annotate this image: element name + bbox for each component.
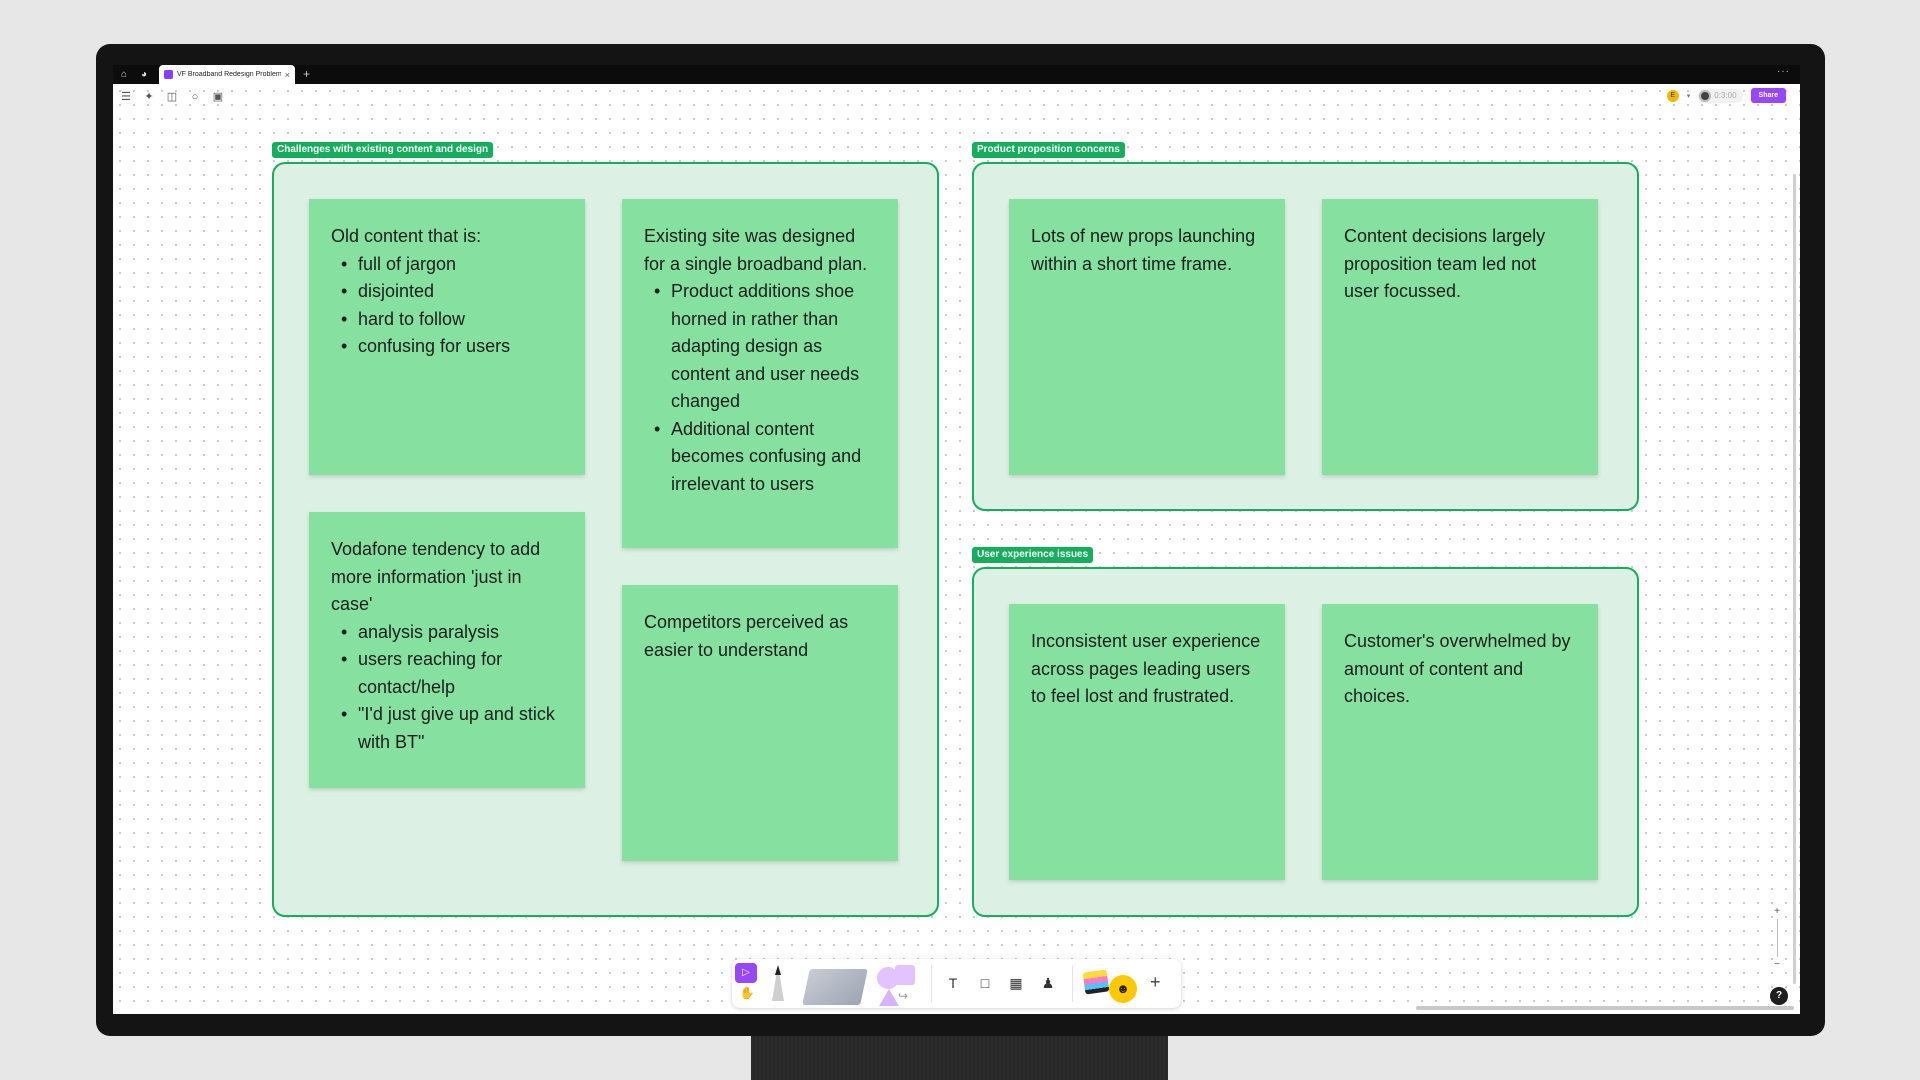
sticky-note[interactable]: Old content that is: full of jargon disj… bbox=[309, 199, 585, 475]
square-shape-icon[interactable] bbox=[895, 965, 915, 985]
more-options-icon[interactable]: ··· bbox=[1777, 66, 1790, 77]
top-right-controls: E ▾ 0:3:00 Share bbox=[1666, 88, 1786, 103]
layout-icon[interactable]: ◫ bbox=[166, 91, 178, 103]
creation-toolbar: ▷ ✋ ↪ T □ ▦ ♟ ☻ + bbox=[732, 959, 1181, 1008]
whiteboard-canvas[interactable]: ☰ ✦ ◫ ○ ▣ E ▾ 0:3:00 Share Challenges wi… bbox=[113, 84, 1800, 1014]
section-label-user-experience[interactable]: User experience issues bbox=[972, 547, 1094, 563]
section-label-challenges[interactable]: Challenges with existing content and des… bbox=[272, 142, 494, 158]
marker-tip-icon bbox=[775, 965, 781, 975]
bullet-item: disjointed bbox=[331, 278, 563, 306]
bullet-item: Additional content becomes confusing and… bbox=[644, 416, 876, 499]
text-icon[interactable]: T bbox=[948, 975, 958, 991]
section-user-experience[interactable]: Inconsistent user experience across page… bbox=[972, 567, 1639, 917]
share-button[interactable]: Share bbox=[1750, 88, 1786, 103]
browser-tab-bar: ⌂ ◕ VF Broadband Redesign Problem × + ··… bbox=[113, 65, 1800, 84]
sticky-note[interactable]: Lots of new props launching within a sho… bbox=[1009, 199, 1285, 475]
marker-icon[interactable] bbox=[772, 965, 784, 1001]
sticky-text: Customer's overwhelmed by amount of cont… bbox=[1344, 631, 1571, 706]
section-icon[interactable]: □ bbox=[980, 975, 990, 991]
monitor-stand bbox=[751, 1036, 1168, 1080]
table-icon[interactable]: ▦ bbox=[1009, 975, 1023, 991]
chevron-down-icon[interactable]: ▾ bbox=[1686, 92, 1691, 100]
sticky-text: Lots of new props launching within a sho… bbox=[1031, 226, 1256, 274]
presence-avatar[interactable]: E bbox=[1666, 89, 1679, 102]
sticky-text: Existing site was designed for a single … bbox=[644, 226, 868, 274]
bullet-item: hard to follow bbox=[331, 306, 563, 334]
sticky-text: Competitors perceived as easier to under… bbox=[644, 612, 849, 660]
sticky-bullet-list: Product additions shoe horned in rather … bbox=[644, 278, 876, 498]
emoji-icon[interactable]: ☻ bbox=[1109, 975, 1137, 1003]
zoom-in-icon[interactable]: + bbox=[1774, 906, 1780, 917]
stamp-icon[interactable]: ♟ bbox=[1041, 975, 1055, 991]
globe-icon[interactable]: ◕ bbox=[140, 69, 148, 80]
circle-shape-icon[interactable] bbox=[877, 967, 899, 989]
cursor-icon[interactable]: ▷ bbox=[735, 963, 757, 983]
bullet-item: Product additions shoe horned in rather … bbox=[644, 278, 876, 416]
tab-title: VF Broadband Redesign Problem bbox=[177, 71, 281, 78]
zoom-out-icon[interactable]: − bbox=[1774, 959, 1780, 970]
bullet-item: "I'd just give up and stick with BT" bbox=[331, 701, 563, 756]
figjam-favicon-icon bbox=[164, 70, 173, 79]
bullet-item: confusing for users bbox=[331, 333, 563, 361]
sticky-text: Old content that is: bbox=[331, 226, 482, 246]
sticky-bullet-list: full of jargon disjointed hard to follow… bbox=[331, 251, 563, 361]
tab-active[interactable]: VF Broadband Redesign Problem × bbox=[159, 65, 295, 84]
sticky-note[interactable]: Competitors perceived as easier to under… bbox=[622, 585, 898, 861]
screen: ⌂ ◕ VF Broadband Redesign Problem × + ··… bbox=[113, 65, 1800, 1014]
sticky-text: Vodafone tendency to add more informatio… bbox=[331, 539, 541, 614]
comment-icon[interactable]: ○ bbox=[191, 91, 199, 103]
section-product-proposition[interactable]: Lots of new props launching within a sho… bbox=[972, 162, 1639, 511]
sticky-note[interactable]: Customer's overwhelmed by amount of cont… bbox=[1322, 604, 1598, 880]
plus-icon[interactable]: + bbox=[1150, 972, 1161, 992]
menu-icon[interactable]: ☰ bbox=[121, 91, 131, 103]
timer-pill[interactable]: 0:3:00 bbox=[1698, 88, 1743, 103]
new-tab-button[interactable]: + bbox=[303, 67, 311, 81]
tab-close-icon[interactable]: × bbox=[284, 69, 290, 80]
help-button[interactable]: ? bbox=[1770, 987, 1788, 1005]
sticky-text: Inconsistent user experience across page… bbox=[1031, 631, 1261, 706]
zoom-slider[interactable]: + − bbox=[1771, 906, 1783, 970]
timer-text: 0:3:00 bbox=[1714, 91, 1737, 100]
section-label-product-proposition[interactable]: Product proposition concerns bbox=[972, 142, 1125, 158]
sticky-note[interactable]: Content decisions largely proposition te… bbox=[1322, 199, 1598, 475]
vertical-scrollbar[interactable] bbox=[1793, 174, 1796, 984]
sticky-note[interactable]: Existing site was designed for a single … bbox=[622, 199, 898, 548]
home-icon[interactable]: ⌂ bbox=[120, 69, 128, 80]
triangle-shape-icon[interactable] bbox=[879, 989, 899, 1006]
bullet-item: users reaching for contact/help bbox=[331, 646, 563, 701]
section-challenges[interactable]: Old content that is: full of jargon disj… bbox=[272, 162, 939, 917]
zoom-track[interactable] bbox=[1776, 919, 1778, 957]
bullet-item: analysis paralysis bbox=[331, 619, 563, 647]
sticky-note[interactable]: Inconsistent user experience across page… bbox=[1009, 604, 1285, 880]
horizontal-scrollbar[interactable] bbox=[1416, 1006, 1794, 1010]
ai-sparkle-icon[interactable]: ✦ bbox=[144, 91, 154, 103]
toolbar-divider bbox=[931, 965, 932, 1002]
hand-icon[interactable]: ✋ bbox=[739, 986, 755, 1000]
sticky-note[interactable]: Vodafone tendency to add more informatio… bbox=[309, 512, 585, 788]
stickers-icon[interactable] bbox=[1082, 969, 1110, 995]
bullet-item: full of jargon bbox=[331, 251, 563, 279]
paper-icon[interactable] bbox=[802, 969, 868, 1005]
frame-icon[interactable]: ▣ bbox=[212, 91, 224, 103]
user-avatar bbox=[1699, 89, 1712, 102]
toolbar-divider bbox=[1072, 965, 1073, 1002]
sticky-bullet-list: analysis paralysis users reaching for co… bbox=[331, 619, 563, 757]
sticky-text: Content decisions largely proposition te… bbox=[1344, 226, 1546, 301]
top-toolbar: ☰ ✦ ◫ ○ ▣ bbox=[119, 90, 225, 104]
connector-arrow-icon[interactable]: ↪ bbox=[898, 989, 909, 1003]
